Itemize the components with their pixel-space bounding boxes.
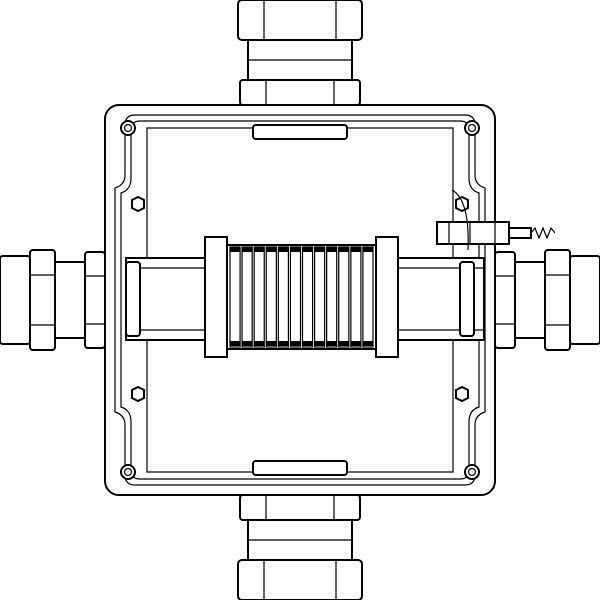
terminal-screw (326, 247, 337, 252)
enclosure-lid-seal (114, 114, 486, 486)
terminal-screw (314, 247, 325, 252)
terminal-screw (254, 341, 265, 346)
terminal-screw (350, 247, 361, 252)
terminal-screw (302, 341, 313, 346)
terminal-screw (230, 247, 241, 252)
cable-gland-right (494, 249, 600, 351)
mounting-nuts (131, 195, 469, 403)
terminal-screw (350, 341, 361, 346)
cable-gland-left (0, 249, 106, 351)
entry-top (252, 124, 348, 140)
terminal-screw (278, 341, 289, 346)
terminal-screw (326, 341, 337, 346)
terminal-screw (338, 247, 349, 252)
terminal-screw (362, 247, 373, 252)
terminal-screw (266, 247, 277, 252)
terminal-screw (254, 247, 265, 252)
corner-screws (120, 120, 480, 480)
terminal-screw (290, 247, 301, 252)
terminal-screw (242, 341, 253, 346)
cable-gland-bottom (237, 494, 363, 600)
terminal-block (204, 236, 399, 358)
terminal-screw (290, 341, 301, 346)
terminal-screw (302, 247, 313, 252)
cable-gland-top (237, 0, 363, 106)
enclosure-inner-wall (120, 120, 480, 480)
entry-bottom (252, 460, 348, 476)
terminal-screw (362, 341, 373, 346)
terminal-screw (278, 247, 289, 252)
terminal-screw (314, 341, 325, 346)
end-stop-right (375, 236, 399, 358)
terminal-screw (338, 341, 349, 346)
end-stop-left (204, 236, 228, 358)
terminal-screw (242, 247, 253, 252)
terminal-screw (266, 341, 277, 346)
terminal-screw (230, 341, 241, 346)
earth-terminal (436, 189, 556, 251)
